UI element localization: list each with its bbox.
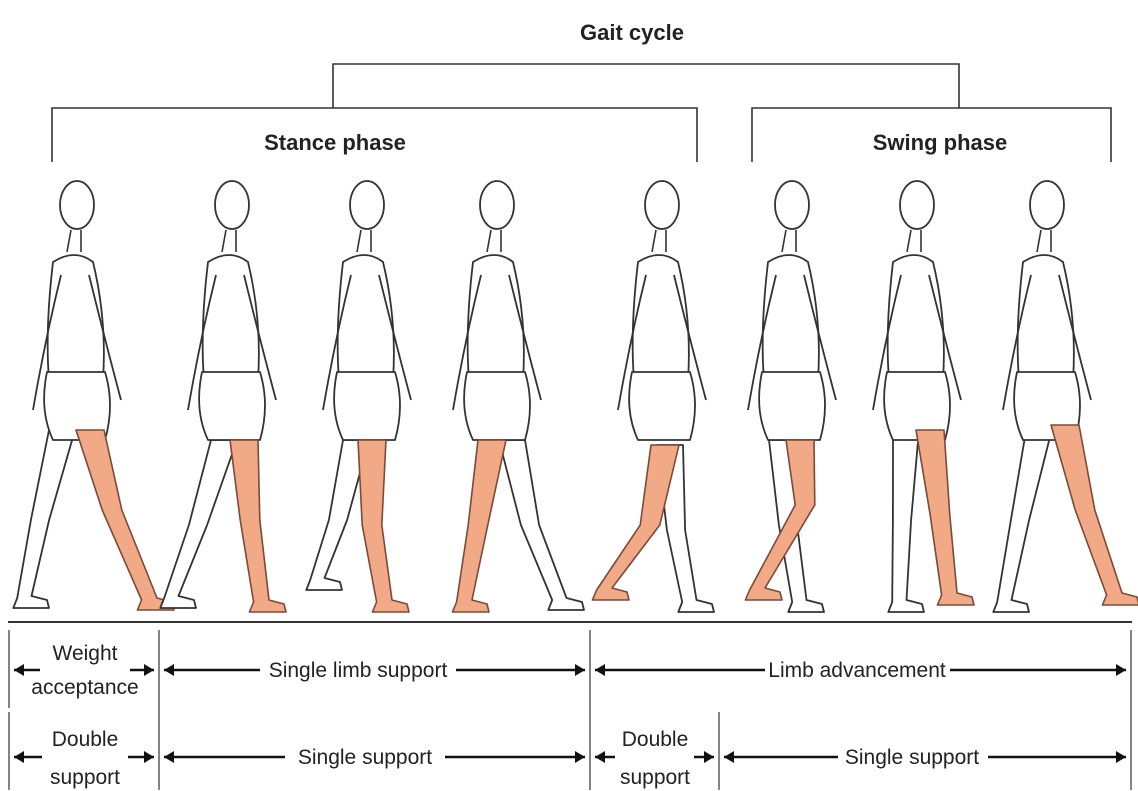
head [480,181,514,229]
double-support-2-span: Double support [595,728,714,789]
head [775,181,809,229]
neck [907,230,921,252]
reference-leg [916,430,974,605]
torso [1018,255,1074,380]
torso [763,255,819,380]
head [900,181,934,229]
single-support-1-span: Single support [164,746,585,769]
reference-leg [358,440,409,612]
gait-cycle-bracket [333,64,959,108]
single-limb-support-span: Single limb support [164,659,585,682]
neck [652,230,666,252]
hips [199,372,265,440]
walking-figure [160,181,286,612]
single-support-1-label: Single support [298,746,432,769]
contralateral-leg [888,430,924,612]
double-support-2-line1: Double [622,728,689,751]
walking-figure [745,181,836,612]
neck [222,230,236,252]
hips [334,372,400,440]
limb-advancement-label: Limb advancement [768,659,946,682]
neck [1037,230,1051,252]
gait-cycle-title: Gait cycle [580,20,684,45]
neck [487,230,501,252]
torso [633,255,689,380]
hips [464,372,530,440]
single-support-2-span: Single support [724,746,1126,769]
contralateral-leg [13,430,75,608]
contralateral-leg [993,425,1053,612]
neck [782,230,796,252]
torso [48,255,104,380]
reference-leg [1051,425,1138,605]
weight-acceptance-span: Weight acceptance [14,642,154,699]
walking-figure [452,181,584,612]
single-support-2-label: Single support [845,746,979,769]
reference-leg [76,430,174,610]
contralateral-leg [160,440,237,608]
swing-phase-label: Swing phase [873,130,1007,155]
torso [338,255,394,380]
walking-figure [873,181,974,612]
torso [888,255,944,380]
limb-advancement-span: Limb advancement [595,659,1126,682]
neck [67,230,81,252]
reference-leg [230,440,286,612]
weight-acceptance-line1: Weight [53,642,118,665]
double-support-1-line2: support [50,766,120,789]
walking-figure [306,181,411,612]
hips [759,372,825,440]
head [215,181,249,229]
neck [357,230,371,252]
stance-phase-label: Stance phase [264,130,406,155]
walking-figure [993,181,1138,612]
head [1030,181,1064,229]
double-support-1-span: Double support [14,728,154,789]
weight-acceptance-line2: acceptance [31,676,138,699]
single-limb-support-label: Single limb support [269,659,448,682]
hips [629,372,695,440]
head [60,181,94,229]
head [350,181,384,229]
torso [203,255,259,380]
torso [468,255,524,380]
contralateral-leg [499,440,584,610]
double-support-1-line1: Double [52,728,119,751]
head [645,181,679,229]
walking-figure [592,181,714,612]
walking-figure [13,181,174,610]
double-support-2-line2: support [620,766,690,789]
reference-leg [452,440,506,612]
walking-figures [13,181,1138,612]
